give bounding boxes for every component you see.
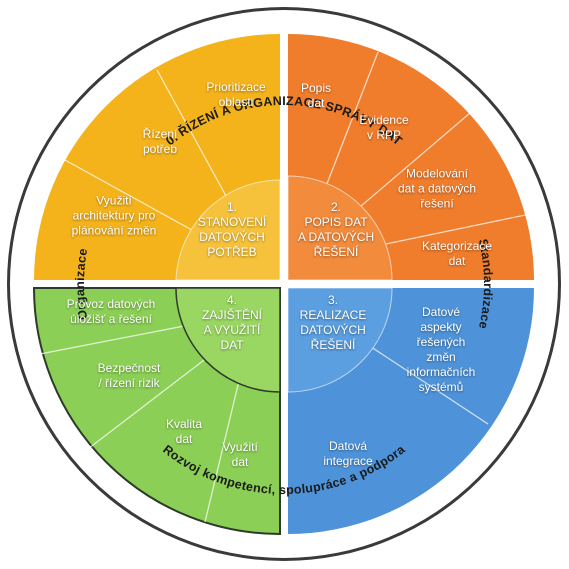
hub-top-left bbox=[175, 179, 281, 281]
item-datove-aspekty: Datové aspekty řešených změn informačníc… bbox=[406, 305, 476, 394]
hub-label-1: 1. STANOVENÍ DATOVÝCH POTŘEB bbox=[197, 200, 267, 259]
item-modelovani-dat: Modelování dat a datových řešení bbox=[397, 166, 477, 211]
ring-label-right: Standardizace bbox=[476, 238, 495, 331]
hub-bottom-left bbox=[175, 287, 281, 393]
hub-label-3: 3. REALIZACE DATOVÝCH ŘEŠENÍ bbox=[299, 293, 367, 352]
hub-top-right bbox=[287, 175, 393, 281]
item-provoz-datovych-ulozist: Provoz datových úložišť a řešení bbox=[66, 297, 156, 326]
outer-ring bbox=[10, 10, 558, 558]
hub-bottom-right bbox=[287, 287, 393, 393]
segment-dividers bbox=[39, 51, 531, 523]
ring-label-left: Organizace bbox=[73, 247, 90, 321]
item-prioritizace-oblasti: Prioritizace oblasti bbox=[206, 80, 266, 109]
hub-label-2: 2. POPIS DAT A DATOVÝCH ŘEŠENÍ bbox=[297, 200, 375, 259]
hub-label-4: 4. ZAJIŠTĚNÍ A VYUŽITÍ DAT bbox=[201, 293, 263, 352]
item-bezpecnost: Bezpečnost / řízení rizik bbox=[97, 361, 161, 390]
item-kvalita-dat: Kvalita dat bbox=[165, 417, 203, 446]
item-popis-dat: Popis dat bbox=[300, 81, 332, 110]
item-datova-integrace: Datová integrace bbox=[323, 439, 373, 468]
item-rizeni-potreb: Řízení potřeb bbox=[142, 127, 178, 156]
item-kategorizace-dat: Kategorizace dat bbox=[421, 239, 493, 268]
item-evidence-rpp: Evidence v RPP bbox=[359, 113, 409, 142]
item-vyuziti-architektury: Využití architektury pro plánování změn bbox=[71, 193, 157, 238]
item-vyuziti-dat: Využití dat bbox=[222, 440, 258, 469]
